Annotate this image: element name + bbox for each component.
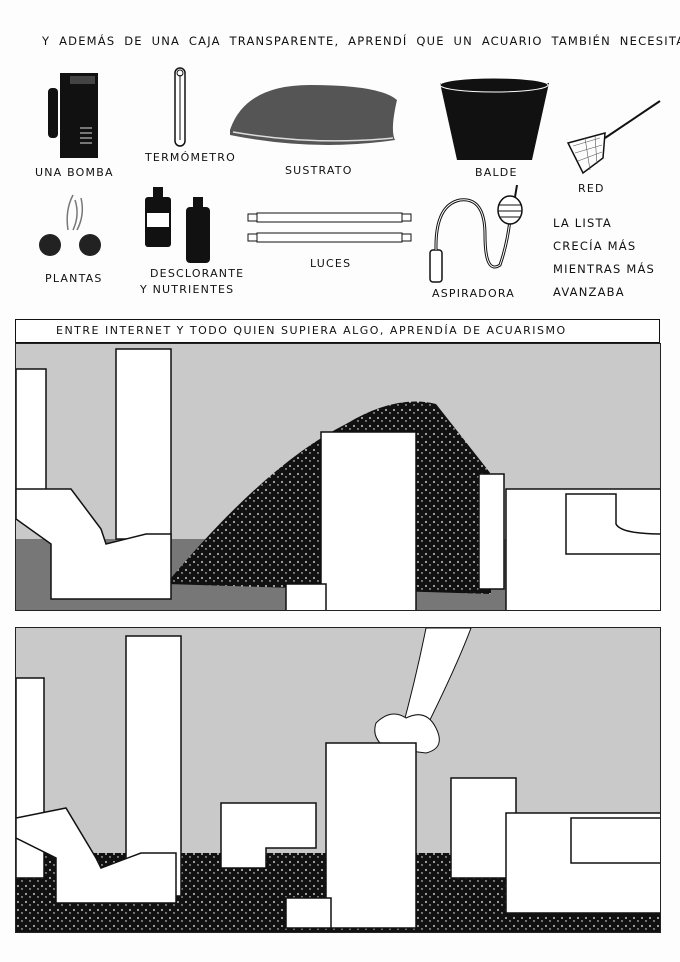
caption-box: Entre internet y todo quien supiera algo… — [15, 319, 660, 343]
thermometer-drawing — [174, 67, 186, 147]
lights-drawing — [247, 212, 412, 243]
label-vacuum: Aspiradora — [432, 287, 515, 300]
label-pump: Una bomba — [35, 166, 114, 179]
panel-gravel-pile-art — [16, 344, 660, 610]
label-conditioner-1: Desclorante — [150, 267, 245, 280]
list-note-line: La lista — [553, 216, 612, 230]
panel-water-pour — [15, 627, 661, 933]
panel-gravel-pile — [15, 343, 661, 611]
panel-water-pour-art — [16, 628, 660, 932]
list-note: La lista crecía más mientras más avanzab… — [553, 212, 655, 304]
label-lights: Luces — [310, 257, 352, 270]
net-drawing — [566, 100, 661, 175]
intro-text: Y además de una caja transparente, apren… — [42, 34, 680, 48]
plants-drawing — [39, 194, 101, 256]
list-note-line: mientras más — [553, 262, 656, 276]
label-bucket: Balde — [475, 166, 518, 179]
gravel-vacuum-drawing — [429, 185, 523, 283]
conditioner-bottles-drawing — [145, 187, 210, 263]
label-substrate: Sustrato — [285, 164, 353, 177]
label-conditioner-2: y nutrientes — [140, 283, 235, 296]
pump-drawing — [48, 73, 98, 158]
bucket-drawing — [439, 77, 549, 160]
label-net: Red — [578, 182, 605, 195]
label-thermometer: Termómetro — [145, 151, 236, 164]
label-plants: Plantas — [45, 272, 103, 285]
substrate-bag-drawing — [230, 85, 397, 145]
list-note-line: crecía más — [553, 239, 637, 253]
list-note-line: avanzaba — [553, 285, 625, 299]
